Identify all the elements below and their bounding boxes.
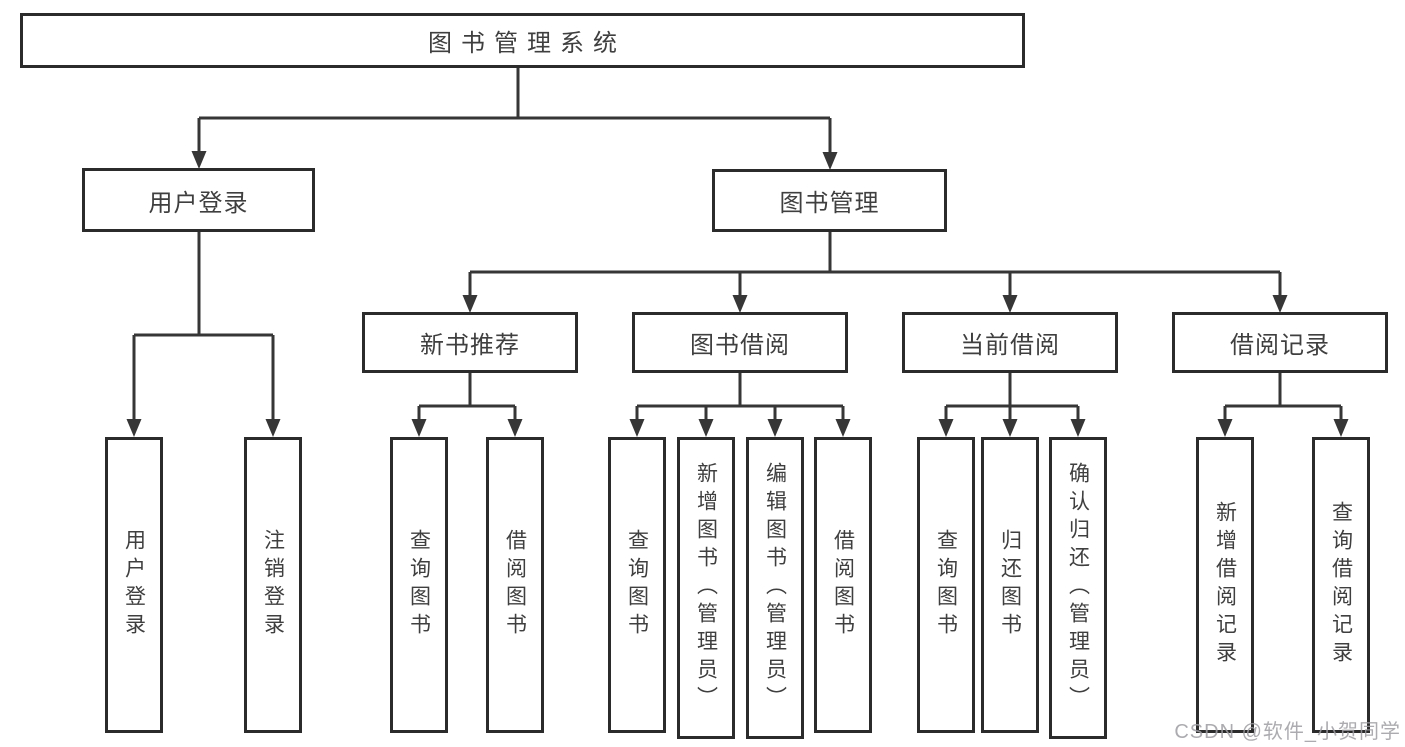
leaf-query-books-recommend: 查询图书 bbox=[390, 437, 448, 733]
node-user-login: 用户登录 bbox=[82, 168, 315, 232]
leaf-logout: 注销登录 bbox=[244, 437, 302, 733]
leaf-add-borrow-record: 新增借阅记录 bbox=[1196, 437, 1254, 733]
node-new-book-recommend: 新书推荐 bbox=[362, 312, 578, 373]
node-book-management-label: 图书管理 bbox=[779, 190, 880, 217]
arrowheads bbox=[126, 151, 1349, 437]
leaf-return-book: 归还图书 bbox=[981, 437, 1039, 733]
leaf-confirm-return-admin-label: 确认归还（管理员） bbox=[1066, 462, 1090, 714]
node-book-management: 图书管理 bbox=[712, 169, 947, 232]
node-root: 图书管理系统 bbox=[20, 13, 1025, 68]
node-user-login-label: 用户登录 bbox=[148, 189, 249, 217]
leaf-borrow-books-recommend-label: 借阅图书 bbox=[503, 529, 527, 641]
leaf-query-books-recommend-label: 查询图书 bbox=[407, 529, 431, 641]
csdn-watermark: CSDN @软件_小贺同学 bbox=[1174, 721, 1401, 743]
node-book-borrow: 图书借阅 bbox=[632, 312, 848, 373]
leaf-add-book-admin-label: 新增图书（管理员） bbox=[694, 462, 718, 714]
node-current-borrow-label: 当前借阅 bbox=[960, 332, 1060, 359]
leaf-query-books-current: 查询图书 bbox=[917, 437, 975, 733]
leaf-logout-label: 注销登录 bbox=[261, 529, 285, 641]
leaf-query-borrow-record: 查询借阅记录 bbox=[1312, 437, 1370, 733]
leaf-add-book-admin: 新增图书（管理员） bbox=[677, 437, 735, 739]
leaf-borrow-books: 借阅图书 bbox=[814, 437, 872, 733]
leaf-query-books-borrow: 查询图书 bbox=[608, 437, 666, 733]
leaf-add-borrow-record-label: 新增借阅记录 bbox=[1213, 501, 1237, 669]
node-new-book-recommend-label: 新书推荐 bbox=[420, 332, 520, 359]
node-current-borrow: 当前借阅 bbox=[902, 312, 1118, 373]
leaf-edit-book-admin: 编辑图书（管理员） bbox=[746, 437, 804, 739]
leaf-query-books-borrow-label: 查询图书 bbox=[625, 529, 649, 641]
node-root-label: 图书管理系统 bbox=[428, 30, 626, 57]
leaf-borrow-books-recommend: 借阅图书 bbox=[486, 437, 544, 733]
node-book-borrow-label: 图书借阅 bbox=[690, 332, 790, 359]
node-borrow-records: 借阅记录 bbox=[1172, 312, 1388, 373]
node-borrow-records-label: 借阅记录 bbox=[1230, 332, 1330, 359]
leaf-user-login-label: 用户登录 bbox=[122, 529, 146, 641]
leaf-edit-book-admin-label: 编辑图书（管理员） bbox=[763, 462, 787, 714]
leaf-query-books-current-label: 查询图书 bbox=[934, 529, 958, 641]
leaf-borrow-books-label: 借阅图书 bbox=[831, 529, 855, 641]
leaf-confirm-return-admin: 确认归还（管理员） bbox=[1049, 437, 1107, 739]
leaf-return-book-label: 归还图书 bbox=[998, 529, 1022, 641]
leaf-user-login: 用户登录 bbox=[105, 437, 163, 733]
leaf-query-borrow-record-label: 查询借阅记录 bbox=[1329, 501, 1353, 669]
